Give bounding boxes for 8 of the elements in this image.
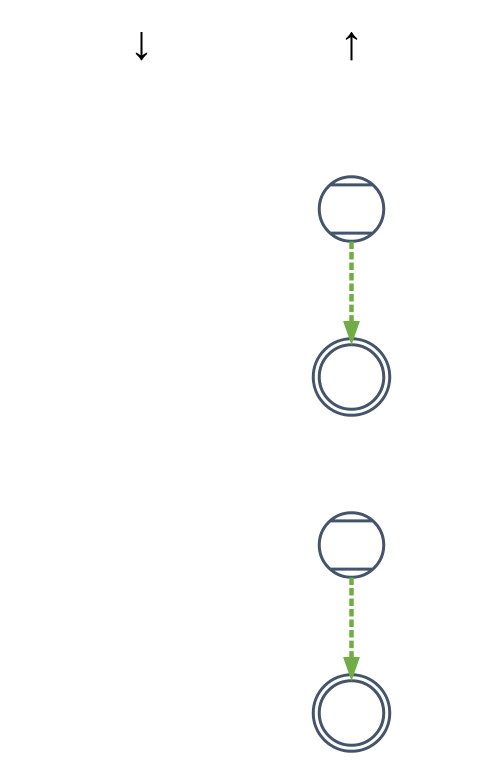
arrow [342,242,360,346]
node-circle [317,175,385,243]
node-circle [317,511,385,579]
node-circle [311,337,391,417]
label: ↑ [339,17,363,70]
arrow [342,578,360,682]
node-circle [311,673,391,753]
label: ↓ [129,17,153,70]
